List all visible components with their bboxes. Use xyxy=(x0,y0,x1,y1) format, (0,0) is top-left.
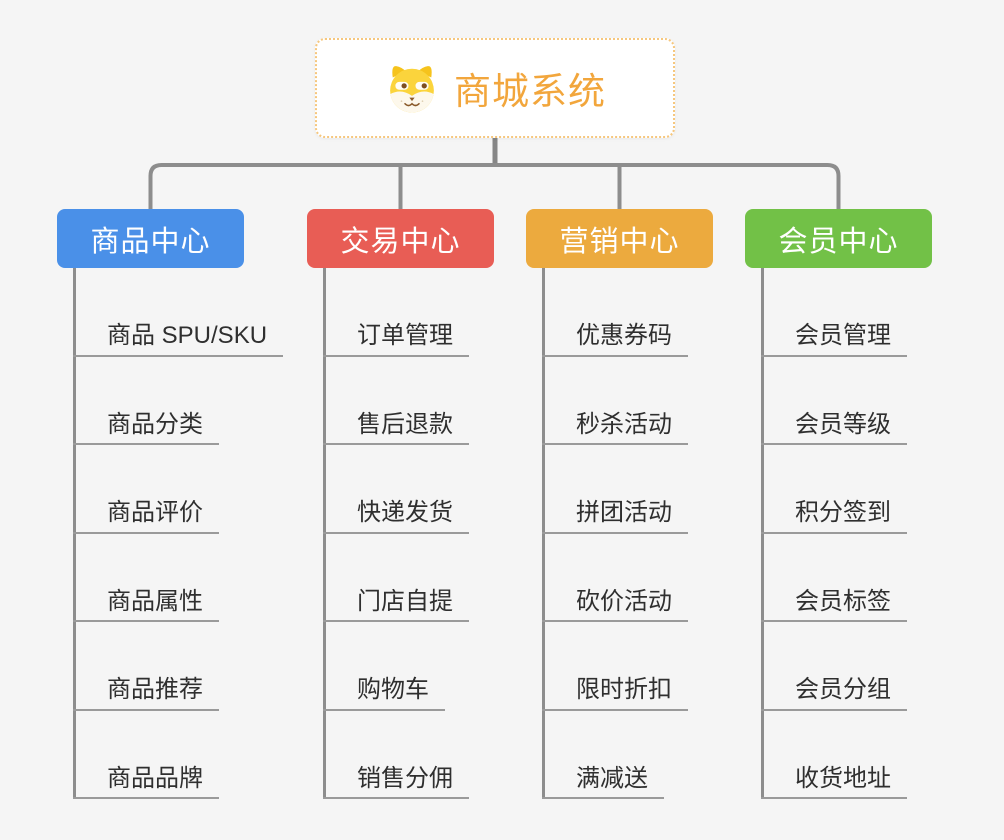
leaf-node[interactable]: 商品属性 xyxy=(73,534,219,622)
leaf-label: 商品评价 xyxy=(107,499,203,527)
leaf-label: 满减送 xyxy=(576,764,648,792)
leaf-node[interactable]: 会员分组 xyxy=(761,622,907,711)
leaf-node[interactable]: 商品分类 xyxy=(73,357,219,445)
leaf-node[interactable]: 会员管理 xyxy=(761,268,907,357)
leaf-label: 商品推荐 xyxy=(107,676,203,704)
category-label: 交易中心 xyxy=(340,225,461,258)
branch-1: 商品中心 商品 SPU/SKU 商品分类 商品评价 商品属性 商品推荐 商品品牌 xyxy=(57,209,287,809)
category-node[interactable]: 交易中心 xyxy=(307,209,494,268)
leaf-label: 秒杀活动 xyxy=(576,410,672,438)
leaf-node[interactable]: 收货地址 xyxy=(761,711,907,799)
leaf-label: 商品分类 xyxy=(107,410,203,438)
leaf-node[interactable]: 订单管理 xyxy=(323,268,469,357)
leaf-node[interactable]: 限时折扣 xyxy=(542,622,688,711)
leaf-node[interactable]: 商品品牌 xyxy=(73,711,219,799)
leaf-label: 会员管理 xyxy=(795,322,891,350)
branch-connector-line xyxy=(542,268,545,799)
category-node[interactable]: 商品中心 xyxy=(57,209,244,268)
leaf-label: 售后退款 xyxy=(357,410,453,438)
leaf-node[interactable]: 商品推荐 xyxy=(73,622,219,711)
branch-connector-line xyxy=(761,268,764,799)
leaf-node[interactable]: 会员标签 xyxy=(761,534,907,622)
leaf-label: 商品 SPU/SKU xyxy=(107,322,268,350)
category-label: 会员中心 xyxy=(778,225,899,258)
shiba-dog-icon xyxy=(384,60,440,116)
category-node[interactable]: 营销中心 xyxy=(526,209,713,268)
branch-2: 交易中心 订单管理 售后退款 快递发货 门店自提 购物车 销售分佣 xyxy=(307,209,537,809)
leaf-node[interactable]: 积分签到 xyxy=(761,445,907,534)
leaf-node[interactable]: 快递发货 xyxy=(323,445,469,534)
root-title: 商城系统 xyxy=(454,71,606,112)
leaf-node[interactable]: 商品评价 xyxy=(73,445,219,534)
leaf-label: 商品品牌 xyxy=(107,764,203,792)
leaf-label: 会员分组 xyxy=(795,676,891,704)
category-node[interactable]: 会员中心 xyxy=(745,209,932,268)
leaf-label: 砍价活动 xyxy=(576,587,672,615)
leaf-label: 快递发货 xyxy=(357,499,453,527)
leaf-label: 会员标签 xyxy=(795,587,891,615)
leaf-label: 积分签到 xyxy=(795,499,891,527)
leaf-label: 拼团活动 xyxy=(576,499,672,527)
branch-3: 营销中心 优惠券码 秒杀活动 拼团活动 砍价活动 限时折扣 满减送 xyxy=(526,209,756,809)
leaf-node[interactable]: 商品 SPU/SKU xyxy=(73,268,284,357)
branch-connector-line xyxy=(323,268,326,799)
leaf-list: 优惠券码 秒杀活动 拼团活动 砍价活动 限时折扣 满减送 xyxy=(542,268,688,799)
category-label: 商品中心 xyxy=(90,225,211,258)
leaf-node[interactable]: 拼团活动 xyxy=(542,445,688,534)
branch-4: 会员中心 会员管理 会员等级 积分签到 会员标签 会员分组 收货地址 xyxy=(745,209,975,809)
leaf-node[interactable]: 优惠券码 xyxy=(542,268,688,357)
leaf-node[interactable]: 满减送 xyxy=(542,711,664,799)
leaf-node[interactable]: 砍价活动 xyxy=(542,534,688,622)
leaf-label: 收货地址 xyxy=(795,764,891,792)
root-node[interactable]: 商城系统 xyxy=(315,38,675,138)
leaf-label: 会员等级 xyxy=(795,410,891,438)
leaf-label: 销售分佣 xyxy=(357,764,453,792)
leaf-node[interactable]: 门店自提 xyxy=(323,534,469,622)
leaf-node[interactable]: 销售分佣 xyxy=(323,711,469,799)
leaf-list: 订单管理 售后退款 快递发货 门店自提 购物车 销售分佣 xyxy=(323,268,469,799)
branch-connector-line xyxy=(73,268,76,799)
leaf-label: 订单管理 xyxy=(357,322,453,350)
leaf-node[interactable]: 秒杀活动 xyxy=(542,357,688,445)
leaf-label: 购物车 xyxy=(357,676,429,704)
leaf-node[interactable]: 会员等级 xyxy=(761,357,907,445)
leaf-label: 优惠券码 xyxy=(576,322,672,350)
leaf-label: 商品属性 xyxy=(107,587,203,615)
category-label: 营销中心 xyxy=(559,225,680,258)
leaf-node[interactable]: 购物车 xyxy=(323,622,445,711)
leaf-list: 会员管理 会员等级 积分签到 会员标签 会员分组 收货地址 xyxy=(761,268,907,799)
leaf-node[interactable]: 售后退款 xyxy=(323,357,469,445)
leaf-label: 限时折扣 xyxy=(576,676,672,704)
leaf-label: 门店自提 xyxy=(357,587,453,615)
leaf-list: 商品 SPU/SKU 商品分类 商品评价 商品属性 商品推荐 商品品牌 xyxy=(73,268,284,799)
